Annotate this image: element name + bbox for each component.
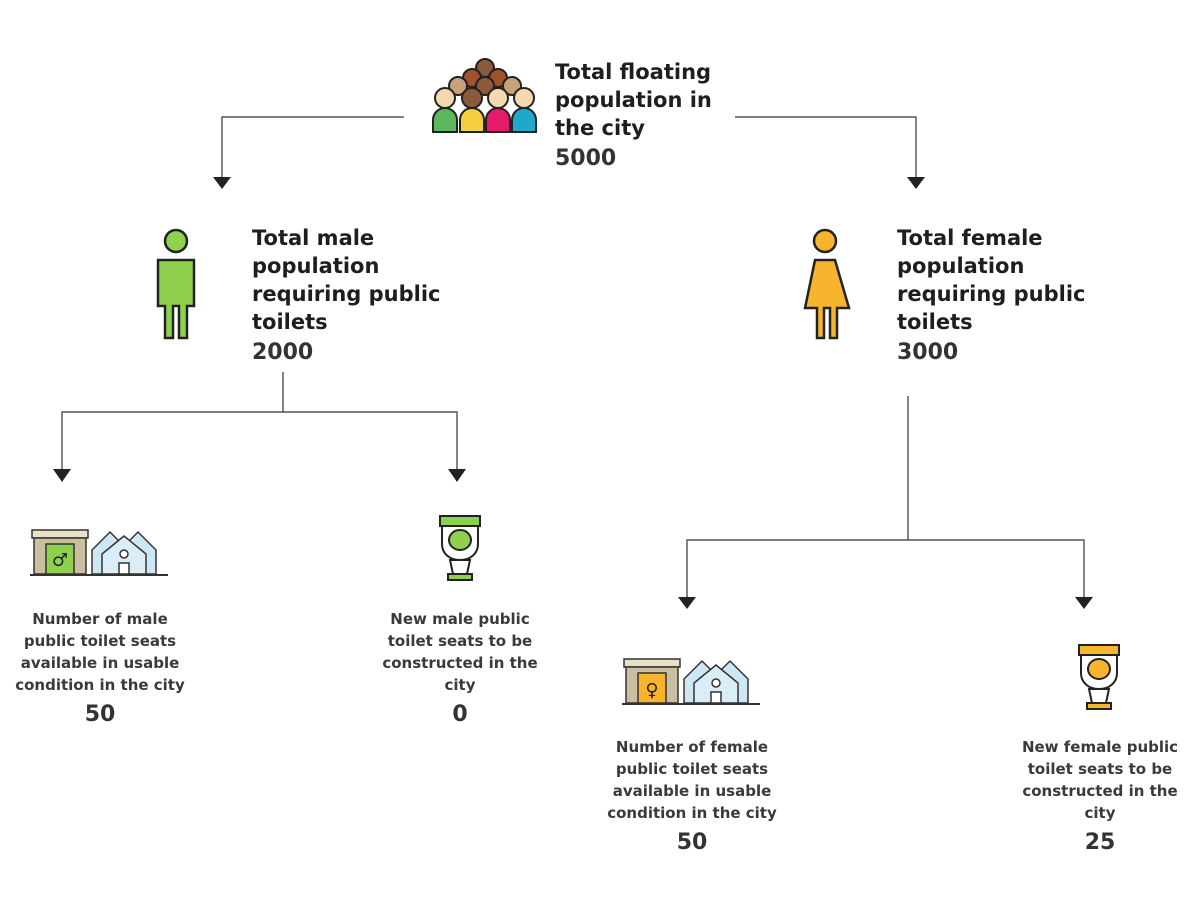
male-toilet-building-icon: ♂: [30, 529, 168, 576]
arrow-head: [907, 177, 925, 189]
crowd-icon: [432, 58, 537, 133]
male-population-value: 2000: [252, 340, 314, 365]
green-toilet-icon: [439, 515, 481, 581]
total-population-label: Total floating population in the city: [555, 60, 712, 140]
total-population-value: 5000: [555, 146, 617, 171]
male-available-seats-value: 50: [84, 702, 116, 727]
female-toilet-building-icon: ♀: [622, 658, 760, 705]
svg-text:♀: ♀: [645, 680, 658, 701]
male-available-seats-label: Number of male public toilet seats avail…: [15, 610, 185, 694]
yellow-toilet-icon: [1078, 644, 1120, 710]
arrow-head: [53, 469, 71, 482]
female-new-seats-label: New female public toilet seats to be con…: [1021, 738, 1179, 822]
female-available-seats-label: Number of female public toilet seats ava…: [607, 738, 777, 822]
male-population-label: Total male population requiring public t…: [252, 226, 441, 334]
svg-text:♂: ♂: [52, 550, 68, 571]
male-new-seats-value: 0: [452, 702, 468, 727]
female-available-seats-value: 50: [676, 830, 708, 855]
arrow-head: [1075, 597, 1093, 609]
female-population-label: Total female population requiring public…: [897, 226, 1086, 334]
female-population-value: 3000: [897, 340, 959, 365]
female-new-seats-value: 25: [1084, 830, 1116, 855]
male-new-seats-label: New male public toilet seats to be const…: [382, 610, 538, 694]
male-person-icon: [156, 228, 196, 340]
female-person-icon: [803, 228, 851, 340]
arrow-head: [678, 597, 696, 609]
arrow-head: [448, 469, 466, 482]
arrow-head: [213, 177, 231, 189]
